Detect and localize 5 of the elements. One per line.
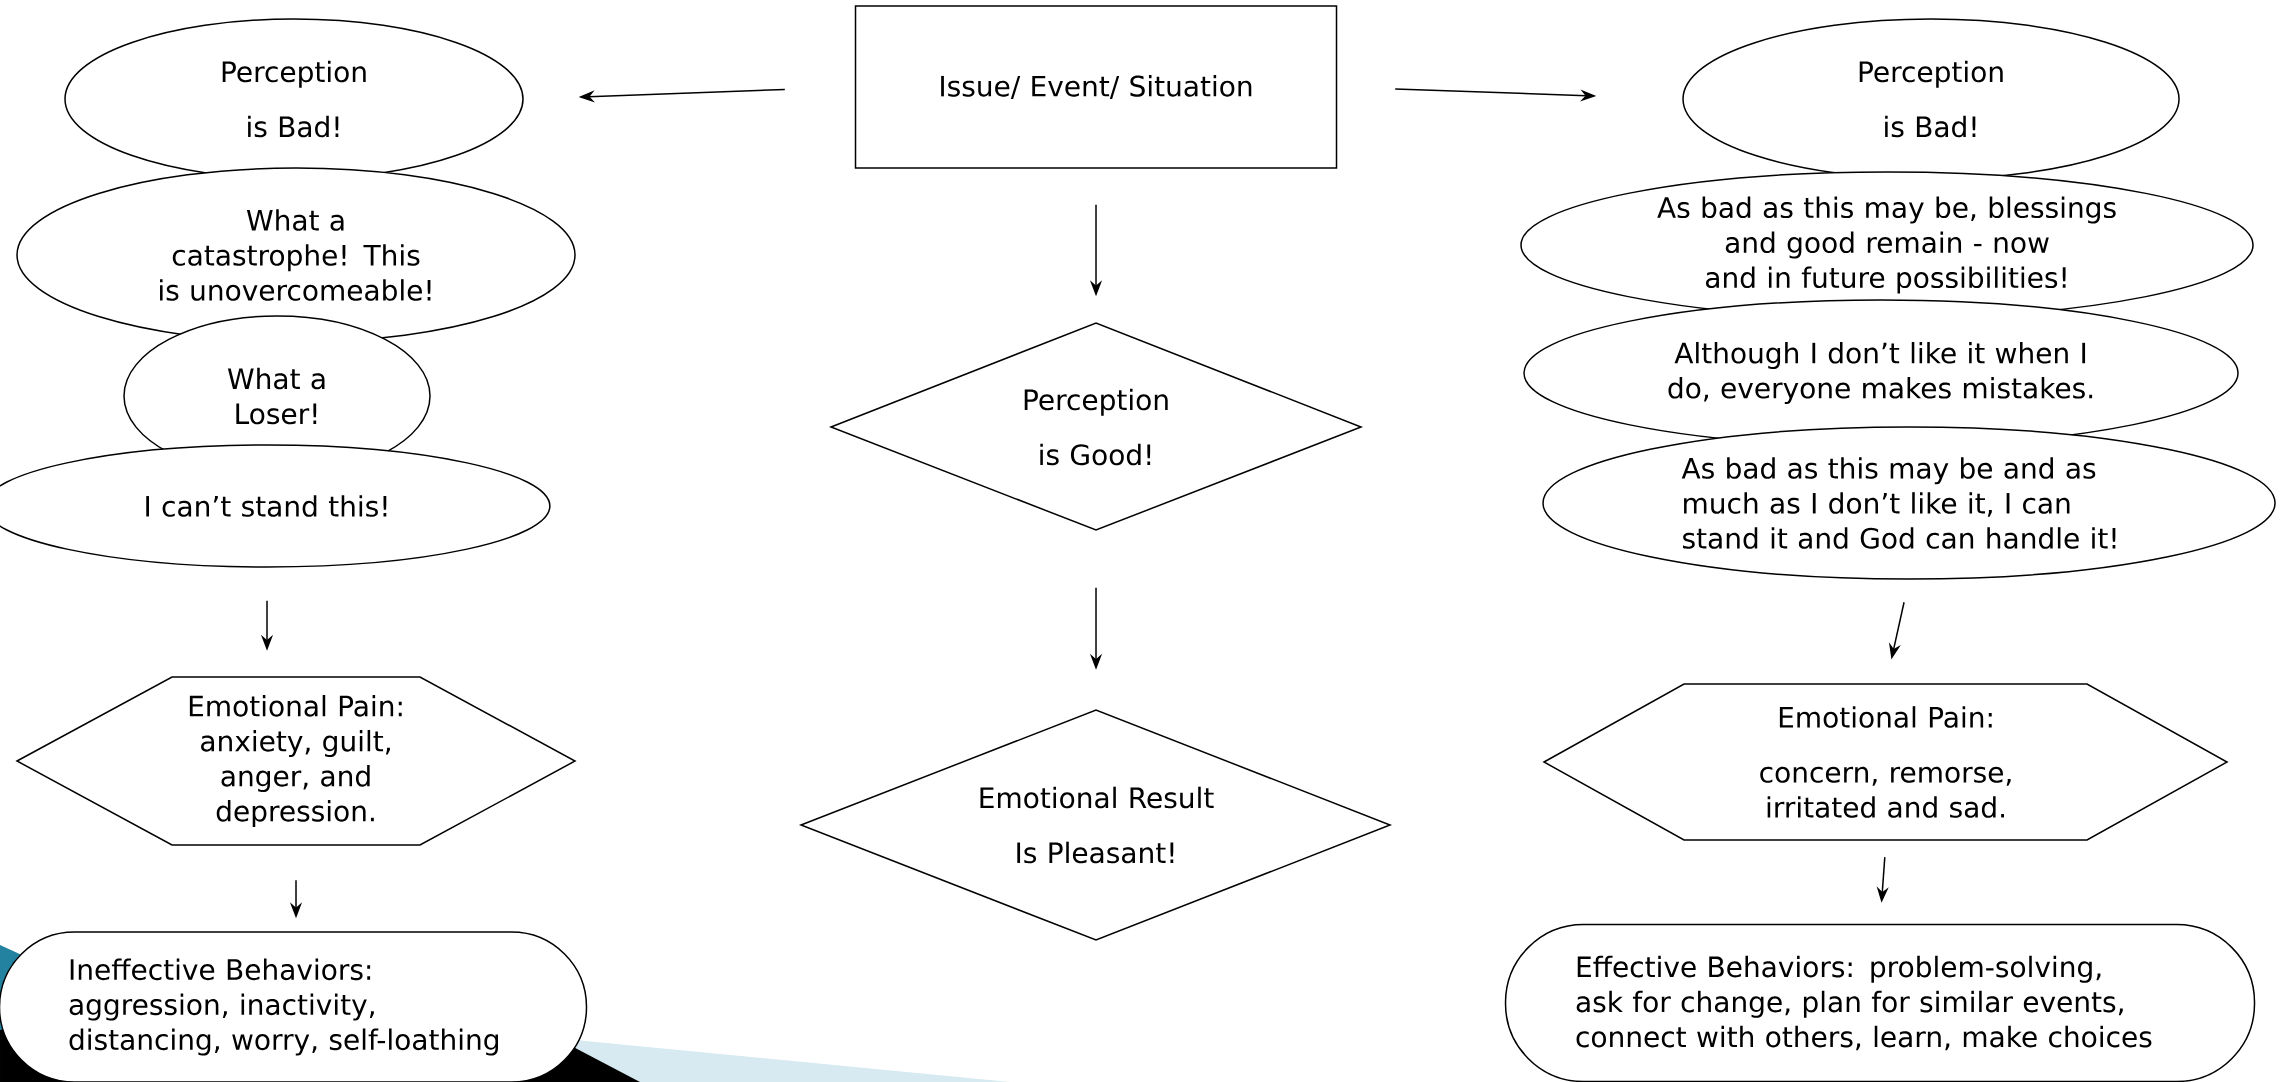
process-box: Issue/ Event/ Situation: [854, 5, 1338, 169]
behavior-box: Effective Behaviors: problem-solving, ask for change, plan for similar events, connect with others, learn, make choices: [1504, 923, 2256, 1082]
behavior-box: Ineffective Behaviors: aggression, inactivity, distancing, worry, self-loathing: [0, 931, 588, 1082]
node-label: As bad as this may be and as much as I don’t like it, I can stand it and God can handle it!: [1681, 457, 2116, 549]
node-label: Ineffective Behaviors: aggression, inactivity, distancing, worry, self-loathing: [69, 958, 498, 1056]
